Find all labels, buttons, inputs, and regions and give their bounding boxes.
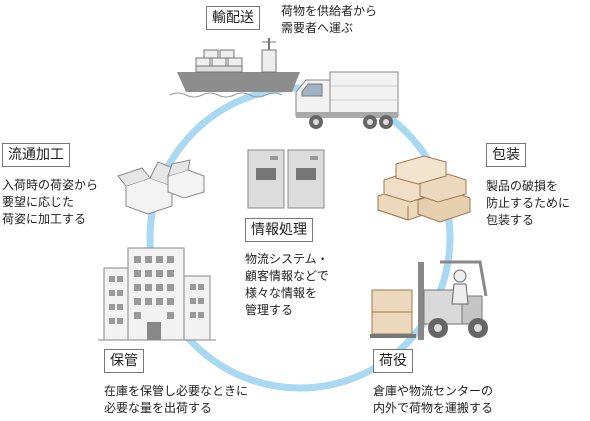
desc-transport-line: 需要者へ運ぶ bbox=[281, 21, 354, 35]
warehouse-building-icon bbox=[98, 247, 216, 341]
open-boxes-icon bbox=[117, 159, 205, 215]
desc-information-processing-line: 管理する bbox=[245, 303, 294, 317]
desc-information-processing-line: 顧客情報などで bbox=[245, 269, 329, 283]
desc-information-processing-line: 様々な情報を bbox=[245, 286, 318, 300]
desc-distribution-processing-line: 要望に応じた bbox=[2, 195, 75, 209]
desc-distribution-processing: 入荷時の荷姿から 要望に応じた 荷姿に加工する bbox=[2, 177, 98, 228]
label-distribution-processing: 流通加工 bbox=[2, 143, 70, 167]
desc-cargo-handling: 倉庫や物流センターの 内外で荷物を運搬する bbox=[373, 383, 493, 417]
forklift-icon bbox=[370, 260, 488, 340]
desc-transport: 荷物を供給者から 需要者へ運ぶ bbox=[281, 3, 377, 37]
desc-cargo-handling-line: 倉庫や物流センターの bbox=[373, 384, 494, 398]
desc-packaging-line: 包装する bbox=[486, 213, 535, 227]
desc-information-processing: 物流システム・ 顧客情報などで 様々な情報を 管理する bbox=[245, 251, 329, 319]
label-transport: 輸配送 bbox=[206, 6, 260, 30]
stacked-boxes-icon bbox=[377, 155, 471, 223]
truck-icon bbox=[295, 71, 399, 129]
server-cabinet-icon bbox=[247, 149, 325, 209]
label-information-processing: 情報処理 bbox=[245, 218, 313, 242]
label-storage: 保管 bbox=[104, 349, 144, 373]
desc-packaging-line: 防止するために bbox=[486, 196, 571, 210]
desc-distribution-processing-line: 入荷時の荷姿から bbox=[2, 178, 99, 192]
desc-information-processing-line: 物流システム・ bbox=[245, 252, 329, 266]
desc-packaging-line: 製品の破損を bbox=[486, 179, 559, 193]
desc-packaging: 製品の破損を 防止するために 包装する bbox=[486, 178, 570, 229]
desc-storage-line: 在庫を保管し必要なときに bbox=[104, 384, 249, 398]
desc-storage: 在庫を保管し必要なときに 必要な量を出荷する bbox=[104, 383, 248, 417]
desc-distribution-processing-line: 荷姿に加工する bbox=[2, 212, 87, 226]
desc-transport-line: 荷物を供給者から bbox=[281, 4, 378, 18]
desc-storage-line: 必要な量を出荷する bbox=[104, 401, 213, 415]
label-packaging: 包装 bbox=[486, 143, 526, 167]
label-cargo-handling: 荷役 bbox=[373, 349, 413, 373]
desc-cargo-handling-line: 内外で荷物を運搬する bbox=[373, 401, 494, 415]
cargo-ship-icon bbox=[169, 38, 300, 98]
